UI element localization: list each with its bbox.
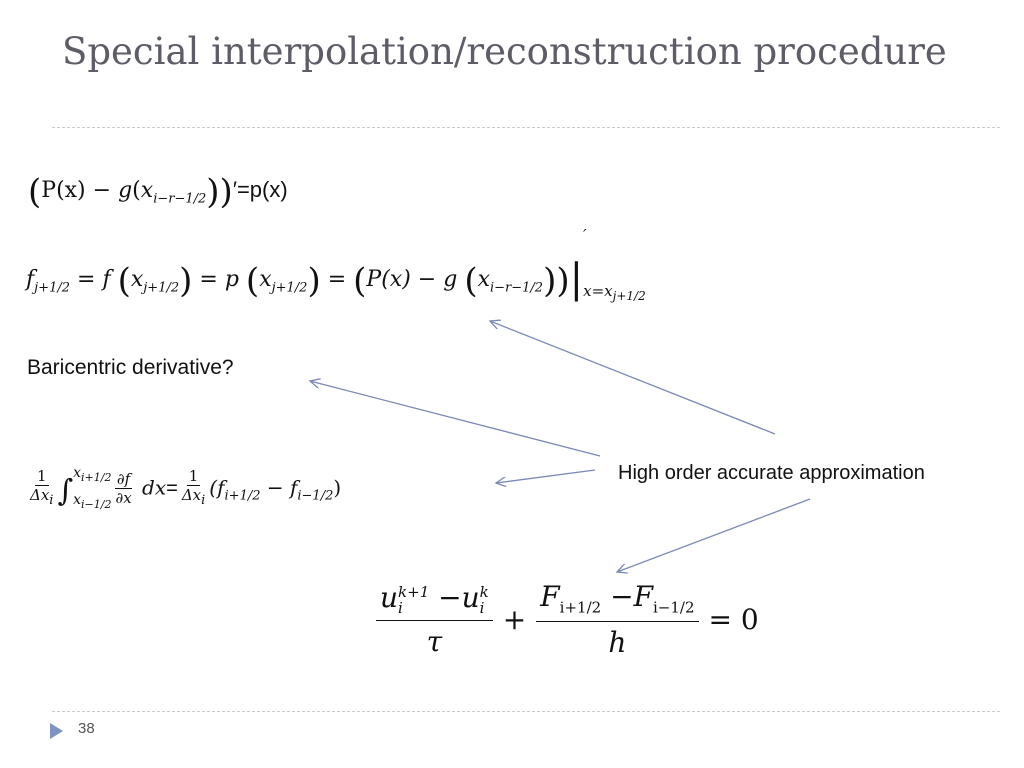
equation-antiderivative: (P(x) − g(xi−r−1/2))′=p(x) bbox=[28, 172, 288, 212]
eq2-x2: x bbox=[259, 267, 272, 292]
slide-title: Special interpolation/reconstruction pro… bbox=[62, 30, 947, 73]
eq1-close: )) bbox=[206, 172, 233, 212]
equation-flux-definition: fj+1/2 = f (xj+1/2) = p (xj+1/2) = (P(x)… bbox=[26, 225, 646, 303]
eq2-equals1: = bbox=[70, 267, 103, 292]
eq3-paren: (f bbox=[209, 475, 225, 500]
eq2-f-sub: j+1/2 bbox=[34, 280, 71, 296]
eq2-P: P(x) − g bbox=[366, 267, 458, 292]
arrow-to-scheme bbox=[617, 498, 811, 572]
eq3-derivative: ∂f∂x bbox=[114, 470, 133, 508]
arrow-to-flux-evaluation bbox=[490, 321, 776, 435]
eq2-equals2: = bbox=[192, 267, 225, 292]
footer-divider bbox=[52, 711, 1000, 712]
scheme-flux-fraction: Fi+1/2 −Fi−1/2 h bbox=[536, 580, 699, 659]
eq1-P: P(x) bbox=[41, 178, 86, 203]
eq3-close: ) bbox=[333, 475, 342, 500]
baricentric-derivative-label: Baricentric derivative? bbox=[27, 356, 234, 379]
eq3-equals: = bbox=[166, 477, 178, 500]
scheme-equals-zero: = 0 bbox=[708, 602, 759, 636]
eq2-x1-sub: j+1/2 bbox=[143, 280, 180, 296]
eq2-x1: x bbox=[130, 267, 144, 292]
scheme-plus: + bbox=[502, 602, 527, 636]
triangle-right-icon bbox=[50, 723, 63, 739]
eq2-p: p bbox=[224, 267, 239, 292]
eq2-f2: f bbox=[102, 267, 111, 292]
eq3-fsub2: i−1/2 bbox=[297, 488, 334, 504]
eq2-equals3: = bbox=[320, 267, 354, 292]
eq3-dx: dx bbox=[142, 475, 167, 500]
eq1-x-sub: i−r−1/2 bbox=[153, 191, 207, 207]
arrow-to-baricentric bbox=[310, 381, 601, 457]
high-order-approximation-note: High order accurate approximation bbox=[618, 462, 925, 484]
eq2-prime: ′ bbox=[583, 225, 587, 244]
eq2-x3-sub: i−r−1/2 bbox=[490, 280, 544, 296]
eq2-x3: x bbox=[477, 267, 490, 292]
eq1-minus: − bbox=[85, 178, 119, 203]
eq1-prime-eq: ′=p(x) bbox=[232, 177, 288, 202]
eq3-fsub1: i+1/2 bbox=[224, 488, 261, 504]
arrow-to-cell-average bbox=[496, 469, 596, 483]
slide-number: 38 bbox=[78, 720, 95, 737]
eq2-f: f bbox=[26, 267, 35, 292]
eq3-minus: − f bbox=[260, 475, 298, 500]
eq2-eval-sub2: j+1/2 bbox=[612, 288, 646, 303]
eq1-g: g bbox=[118, 178, 133, 203]
eq1-open-paren: ( bbox=[28, 172, 42, 212]
title-divider bbox=[52, 127, 1000, 128]
eq3-integral: ∫ bbox=[57, 473, 74, 509]
eq2-eval-sub: x=x bbox=[583, 281, 613, 300]
eq2-x2-sub: j+1/2 bbox=[271, 280, 308, 296]
